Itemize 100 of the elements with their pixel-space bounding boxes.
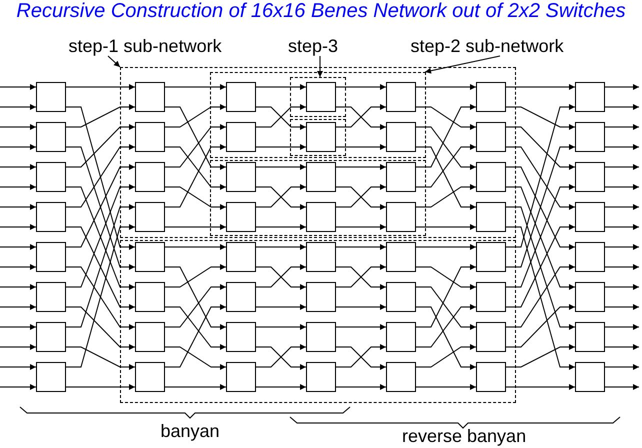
- switch-box: [476, 82, 506, 112]
- connector-arrow: [164, 306, 226, 350]
- connector-arrow: [604, 344, 640, 350]
- connector-arrow: [506, 344, 576, 368]
- dashed-frame: [120, 240, 516, 403]
- connector-arrow: [416, 264, 476, 328]
- connector-arrow: [164, 304, 226, 368]
- connector-arrow: [506, 304, 576, 348]
- switch-box: [476, 242, 506, 272]
- connector-arrow: [604, 304, 640, 310]
- connector-arrow: [416, 244, 476, 250]
- connector-arrow: [604, 104, 640, 110]
- connector-arrow: [66, 346, 136, 370]
- connector-arrow: [0, 184, 36, 190]
- connector-arrow: [604, 284, 640, 290]
- connector-arrow: [416, 126, 476, 170]
- connector-arrow: [506, 126, 576, 170]
- connector-arrow: [0, 284, 36, 290]
- connector-arrow: [506, 206, 576, 330]
- connector-arrow: [0, 264, 36, 270]
- switch-box: [36, 322, 66, 352]
- switch-box: [226, 162, 256, 192]
- connector-arrow: [604, 224, 640, 230]
- switch-box: [575, 322, 605, 352]
- switch-box: [135, 162, 165, 192]
- switch-box: [306, 202, 336, 232]
- connector-arrow: [506, 384, 576, 390]
- leader-line: [424, 56, 500, 74]
- switch-box: [36, 242, 66, 272]
- connector-arrow: [416, 184, 476, 208]
- switch-box: [36, 162, 66, 192]
- switch-box: [386, 282, 416, 312]
- connector-arrow: [604, 124, 640, 130]
- connector-arrow: [0, 364, 36, 370]
- switch-box: [306, 242, 336, 272]
- switch-box: [575, 242, 605, 272]
- switch-box: [226, 82, 256, 112]
- switch-box: [135, 322, 165, 352]
- switch-box: [306, 362, 336, 392]
- connector-arrow: [506, 264, 576, 328]
- connector-arrow: [164, 124, 226, 168]
- switch-box: [226, 242, 256, 272]
- switch-box: [575, 122, 605, 152]
- switch-box: [476, 282, 506, 312]
- switch-box: [476, 162, 506, 192]
- connector-arrow: [164, 384, 226, 390]
- connector-arrow: [66, 84, 136, 90]
- connector-arrow: [164, 146, 226, 190]
- connector-arrow: [506, 144, 576, 268]
- connector-arrow: [256, 84, 306, 90]
- diagram-title: Recursive Construction of 16x16 Benes Network out of 2x2 Switches: [15, 0, 627, 23]
- connector-arrow: [66, 266, 136, 330]
- switch-box: [575, 202, 605, 232]
- connector-arrow: [66, 106, 136, 250]
- connector-arrow: [416, 106, 476, 130]
- leader-line: [108, 56, 120, 68]
- connector-arrow: [66, 104, 136, 128]
- connector-arrow: [336, 244, 386, 250]
- connector-arrow: [416, 144, 476, 188]
- connector-arrow: [164, 224, 226, 230]
- switch-box: [135, 242, 165, 272]
- connector-arrow: [164, 346, 226, 370]
- switch-box: [306, 282, 336, 312]
- switch-box: [476, 322, 506, 352]
- connector-arrow: [66, 226, 136, 310]
- switch-box: [476, 362, 506, 392]
- dashed-frame: [210, 72, 426, 158]
- callout-label: step-2 sub-network: [410, 36, 564, 56]
- connector-arrow: [416, 304, 476, 348]
- connector-arrow: [66, 306, 136, 350]
- connector-arrow: [506, 166, 576, 250]
- switch-box: [36, 362, 66, 392]
- connector-arrow: [66, 204, 136, 328]
- connector-arrow: [416, 146, 476, 210]
- switch-box: [575, 362, 605, 392]
- switch-box: [226, 202, 256, 232]
- connector-arrow: [0, 244, 36, 250]
- switch-box: [36, 282, 66, 312]
- connector-arrow: [604, 244, 640, 250]
- dashed-frame: [290, 119, 346, 156]
- switch-box: [135, 202, 165, 232]
- callout-label: step-3: [288, 36, 338, 56]
- switch-box: [226, 282, 256, 312]
- switch-box: [386, 242, 416, 272]
- switch-box: [575, 282, 605, 312]
- connector-arrow: [506, 224, 576, 308]
- bracket-label: banyan: [160, 421, 220, 441]
- connector-arrow: [256, 224, 306, 230]
- connector-arrow: [0, 384, 36, 390]
- connector-arrow: [604, 204, 640, 210]
- connector-arrow: [416, 344, 476, 368]
- connector-arrow: [604, 84, 640, 90]
- dashed-frame: [120, 67, 516, 238]
- connector-arrow: [336, 144, 386, 150]
- switch-box: [476, 202, 506, 232]
- connector-arrow: [0, 84, 36, 90]
- connector-arrow: [604, 264, 640, 270]
- connector-arrow: [164, 284, 226, 328]
- connector-arrow: [66, 384, 136, 390]
- connector-arrow: [164, 264, 226, 288]
